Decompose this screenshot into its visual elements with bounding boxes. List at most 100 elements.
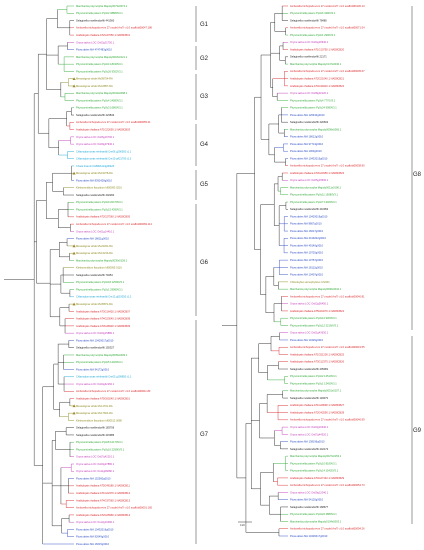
leaf-label: Arabidopsis thaliana AT5G48180.1 NAD8CB1…: [76, 484, 130, 488]
leaf-label: Physcomitrella patens Pp3c6 4390V3.1: [290, 11, 336, 15]
marker-triangle-icon: [72, 251, 76, 255]
leaf-label: Picea abies MA 16017g0010: [290, 229, 324, 233]
leaf-label: Picea abies MA 16615g0010: [76, 542, 110, 546]
leaf-label: Oryza sativa LOC Os06g16700.1: [76, 135, 115, 139]
leaf-label: Physcomitrella patens Pp3c5 12460V3.1: [76, 360, 123, 364]
leaf-label: Marchantia polymorpha Mapoly0073s0074.1: [76, 4, 128, 8]
leaf-label: Picea abies MA 19720g0010: [290, 251, 324, 255]
leaf-label: Mesostigma viride Mv19378-RA: [76, 171, 113, 175]
group-label-g5: G5: [200, 182, 209, 188]
group-label-g7: G7: [200, 432, 209, 438]
leaf-label: Amborella trichopoda evm 27.model.AmTr v…: [76, 26, 153, 30]
leaf-label: Amborella trichopoda evm 27.model.AmTr v…: [290, 294, 365, 298]
marker-triangle-icon: [72, 84, 76, 88]
leaf-label: Selaginella moellendorffii 410052: [290, 207, 329, 211]
leaf-label: Arabidopsis thaliana AT1G10750.1 NAD8CB2…: [290, 47, 345, 51]
leaf-label: Mesostigma viride Mv05871-RA: [76, 302, 113, 306]
leaf-label: Amborella trichopoda evm 27.model.AmTr v…: [76, 506, 153, 510]
leaf-label: Marchantia polymorpha Mapoly0147s0040.1: [290, 62, 342, 66]
leaf-label: Arabidopsis thaliana AT5G03270.1 NAD8CB2…: [290, 309, 345, 313]
leaf-label: Arabidopsis thaliana AT3G48320.1 NAD8CB0…: [76, 324, 131, 328]
leaf-label: Amborella trichopoda evm 27.model.AmTr v…: [290, 4, 365, 8]
leaf-label: Klebsormidium flaccidum kfl00055 0110: [76, 266, 122, 270]
leaf-label: Picea abies MA 18612g0010: [290, 135, 324, 139]
leaf-label: Physcomitrella patens Pp3c24 9080V3.1: [290, 106, 337, 110]
leaf-label: Marchantia polymorpha Mapoly0018s0121.1: [76, 55, 128, 59]
leaf-label: Chlamydomonas reinhardtii Cre10.g421700.…: [76, 157, 132, 161]
leaf-label: Marchantia polymorpha Mapoly0034s0098.1: [76, 91, 128, 95]
leaf-label: Physcomitrella patens Pp3c4 24580V3.1: [76, 98, 123, 102]
leaf-label: Mesostigma viride Mv16857-RA: [76, 84, 113, 88]
leaf-label: Physcomitrella patens Pp3c15 4390V3.1: [76, 207, 123, 211]
marker-triangle-icon: [72, 404, 76, 408]
leaf-label: Physcomitrella patens Pp3c18 12590V3.1: [76, 280, 125, 284]
leaf-label: Mesostigma viride Mv24331-RA: [76, 244, 113, 248]
leaf-label: Picea abies MA 8807g0010: [290, 222, 322, 226]
leaf-label: Marchantia polymorpha Mapoly0027s0153.1: [290, 454, 342, 458]
marker-triangle-icon: [72, 411, 76, 415]
leaf-label: Marchantia polymorpha Mapoly0099s0066.1: [290, 127, 342, 131]
leaf-label: Picea abies MA 54120g0010: [290, 498, 324, 502]
leaf-label: Physcomitrella patens Pp3c16 22990V3.1: [76, 447, 125, 451]
leaf-label: Chlorokybus atmophyticus Chr001: [290, 280, 330, 284]
leaf-label: Picea abies MA 4747483g0010: [76, 48, 112, 52]
leaf-label: Physcomitrella patens Pp3c26 9302V3.1: [76, 69, 123, 73]
leaf-label: Oryza sativa LOC Os12g10490.1: [76, 520, 115, 524]
leaf-label: Amborella trichopoda evm 27.model.AmTr v…: [290, 345, 365, 349]
leaf-label: Physcomitrella patens Pp3c14 15420V3.1: [290, 469, 339, 473]
leaf-label: Mesostigma viride Mv09754-RA: [76, 77, 113, 81]
leaf-label: Oryza sativa LOC Os08g32120.1: [290, 91, 329, 95]
leaf-label: Picea abies MA 8392428g0010: [76, 178, 112, 182]
leaf-label: Amborella trichopoda evm 27.model.AmTr v…: [76, 389, 151, 393]
leaf-label: Selaginella moellendorffii 183706: [76, 426, 115, 430]
group-label-g8: G8: [413, 172, 422, 178]
leaf-label: Picea abies MA 18611g0010: [76, 237, 109, 241]
leaf-label: Selaginella moellendorffii 402260: [76, 193, 115, 197]
leaf-label: Oryza sativa LOC Os03g16340.1: [290, 425, 329, 429]
leaf-label: Physcomitrella patens Pp3c4 18430V3.1: [76, 62, 123, 66]
leaf-label: Oryza sativa LOC Os11g08280.1: [76, 469, 115, 473]
leaf-label: Selaginella moellendorffii 441360: [76, 18, 115, 22]
leaf-label: Picea abies MA 126910g0010: [290, 113, 325, 117]
leaf-label: Physcomitrella patens Pp3c1 2900V3.1: [290, 33, 336, 37]
leaf-label: Physcomitrella patens Pp3c2 12510V3.1: [290, 374, 337, 378]
leaf-label: Physcomitrella patens Pp3c8 10170V3.1: [76, 440, 123, 444]
leaf-label: Arabidopsis thaliana AT4G23040.1 NAD8CB0…: [76, 317, 131, 321]
leaf-label: Oryza sativa LOC Os07g44320.1: [290, 432, 329, 436]
leaf-label: Selaginella moellendorffii 420602: [290, 120, 329, 124]
leaf-label: Selaginella moellendorffii 168677: [290, 505, 329, 509]
leaf-label: Physcomitrella patens Pp3c12 9300V3.1: [290, 316, 337, 320]
leaf-label: Selaginella moellendorffii 405081: [290, 367, 329, 371]
leaf-label: Chlamydomonas reinhardtii Cre06.g290550.…: [76, 149, 132, 153]
leaf-label: Arabidopsis thaliana AT4G39410.1 NAD8CB2…: [290, 84, 345, 88]
leaf-label: Physcomitrella patens Pp3c9 20470V3.1: [76, 200, 123, 204]
group-label-g9: G9: [413, 428, 422, 434]
leaf-label: Physcomitrella patens Pp3c1 29980V3.1: [76, 287, 123, 291]
leaf-label: Amborella trichopoda evm 27.model.AmTr v…: [290, 527, 365, 531]
leaf-label: Oryza sativa LOC Os01g43630.1: [290, 331, 329, 335]
leaf-label: Physcomitrella patens Pp3c4 7770V3.1: [290, 98, 336, 102]
leaf-label: Physcomitrella patens Pp3c2 08880V3.1: [76, 11, 123, 15]
leaf-label: Physcomitrella patens Pp3c11 15080V3.1: [290, 193, 339, 197]
leaf-label: Picea abies MA 10407g0010: [290, 273, 324, 277]
leaf-label: Oryza sativa LOC Os09g37940.1: [76, 142, 115, 146]
leaf-label: Oryza sativa LOC Os02g31750.1: [76, 40, 115, 44]
leaf-label: Picea abies MA 10757g0010: [290, 258, 324, 262]
leaf-label: Picea abies MA 10426g0010: [290, 338, 324, 342]
leaf-label: Selaginella moellendorffii 442172: [290, 447, 329, 451]
leaf-label: Arabidopsis thaliana AT1G22370.1 NAD8CB1…: [76, 491, 131, 495]
leaf-label: Picea abies MA 1003g0010: [290, 149, 322, 153]
group-label-g6: G6: [200, 260, 209, 266]
leaf-label: Arabidopsis thaliana AT2G25960.1 NAD8CB1…: [76, 513, 131, 517]
leaf-label: Marchantia polymorpha Mapoly0011s0196.1: [290, 185, 342, 189]
group-label-g4: G4: [200, 142, 209, 148]
leaf-label: Physcomitrella patens Pp3c22 4880V3.1: [290, 512, 337, 516]
marker-triangle-icon: [72, 171, 76, 175]
leaf-label: Klebsormidium flaccidum kfl00093 0210: [76, 186, 122, 190]
leaf-label: Selaginella moellendorffii 155327: [76, 346, 115, 350]
leaf-label: Physcomitrella patens Pp3c1 13450V3.1: [290, 381, 337, 385]
leaf-label: Marchantia polymorpha Mapoly0096s0042.1: [290, 287, 342, 291]
leaf-label: Picea abies MA 10429019g0010: [290, 214, 328, 218]
leaf-label: Selaginella moellendorffii 79454: [76, 273, 113, 277]
leaf-label: Mesostigma viride Mv17601-RA: [76, 411, 113, 415]
